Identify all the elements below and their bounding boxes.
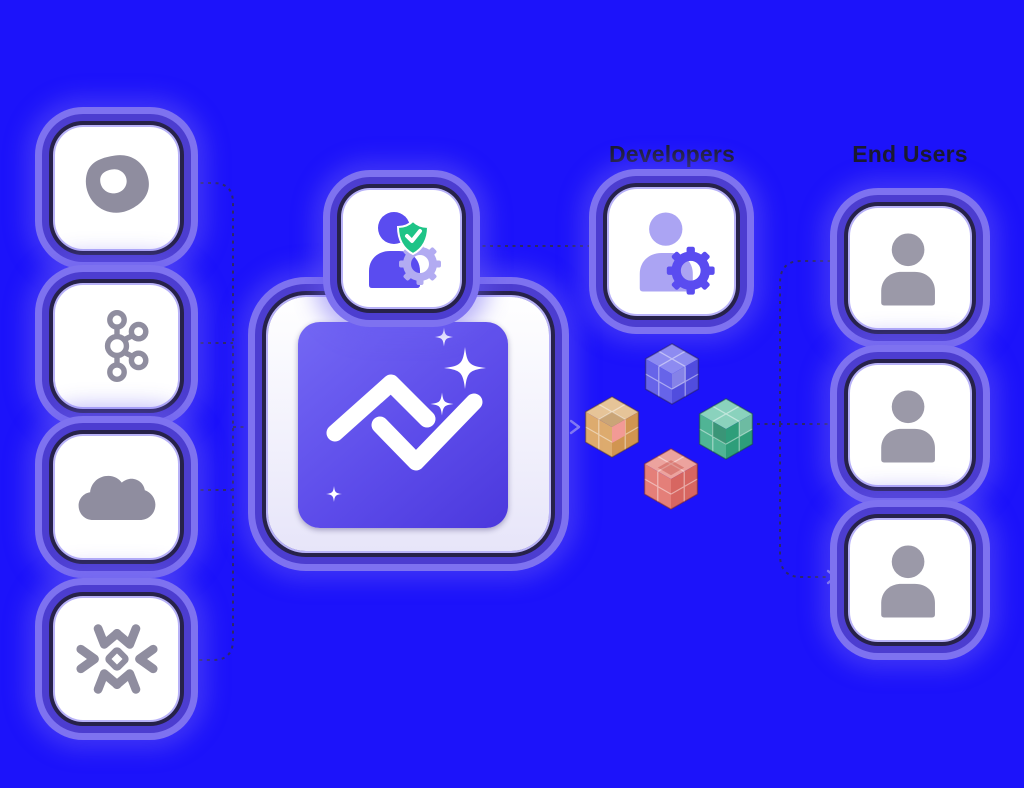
developers-label: Developers: [608, 141, 735, 167]
snowflake-logo-icon: [75, 624, 158, 694]
product-logo-square: [298, 322, 508, 528]
gear-icon: [398, 242, 441, 285]
arrow-into-user3: [826, 569, 838, 585]
end-users-label: End Users: [852, 141, 968, 167]
end-user-tile: [850, 208, 970, 328]
sources-collector-line: [178, 182, 234, 661]
cube-blue-icon: [644, 342, 700, 406]
cube-green-icon: [698, 397, 754, 461]
sparkle-icons: [326, 327, 486, 502]
user-icon: [881, 390, 935, 463]
kafka-logo-icon: [104, 310, 149, 382]
cube-yellow-icon: [584, 395, 640, 459]
arrow-into-developers: [591, 238, 603, 254]
user-icon: [881, 545, 935, 618]
developer-tile: [609, 189, 734, 314]
pulse-check-logo-icon: [326, 327, 486, 502]
arrow-into-user1: [831, 253, 843, 269]
central-product-container: [268, 297, 549, 551]
user-icon: [881, 233, 935, 306]
gear-icon: [666, 246, 715, 295]
salesforce-cloud-icon: [78, 475, 155, 521]
verified-shield-icon: [396, 219, 429, 255]
user-gear-icon: [639, 211, 715, 295]
outreach-logo-icon: [85, 155, 149, 213]
users-branch-top-line: [779, 260, 831, 424]
source-tile-snowflake: [55, 598, 178, 720]
arrow-into-user2: [831, 416, 843, 432]
end-user-tile: [850, 365, 970, 485]
end-user-tile: [850, 520, 970, 640]
cube-red-icon: [643, 447, 699, 511]
users-branch-bottom-line: [779, 424, 826, 578]
source-tile-kafka: [55, 285, 178, 407]
source-tile-outreach: [55, 127, 178, 249]
source-tile-salesforce: [55, 436, 178, 558]
arrow-into-center: [250, 419, 262, 435]
arrow-into-cubes: [569, 419, 581, 435]
verified-user-badge: [343, 190, 460, 307]
